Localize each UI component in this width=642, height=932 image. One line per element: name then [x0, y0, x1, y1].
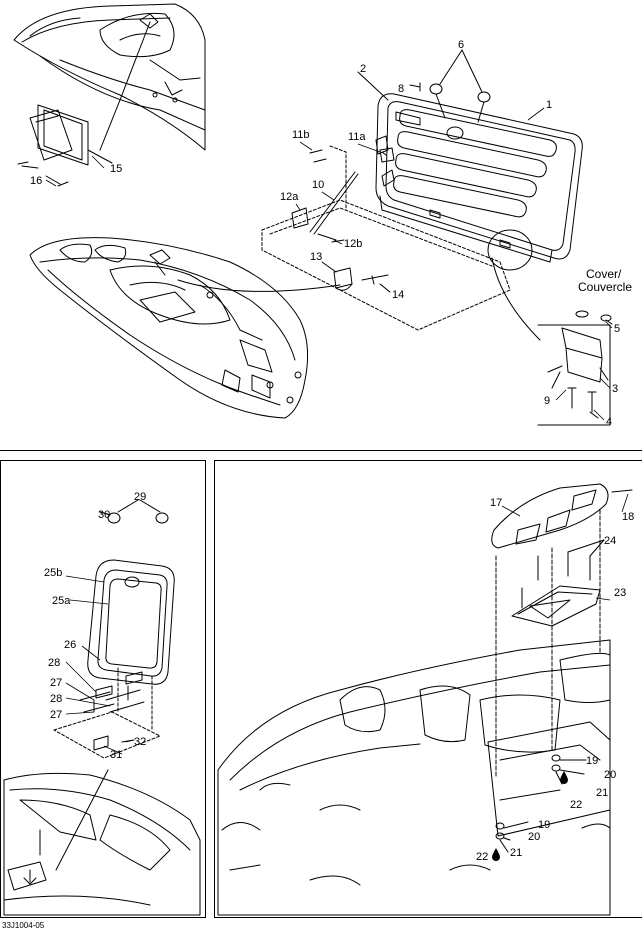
callout-32: 32 [134, 736, 146, 748]
callout-3: 3 [612, 383, 618, 395]
main-hatch-lid [375, 93, 583, 263]
latch-13 [321, 261, 391, 293]
callout-20b: 20 [528, 831, 540, 843]
callout-10: 10 [312, 179, 324, 191]
cover-label-fr: Couvercle [578, 280, 632, 294]
bottom-left-boat-drawing [3, 769, 201, 916]
callout-19b: 19 [538, 819, 550, 831]
callout-9: 9 [544, 395, 550, 407]
plugs-6 [357, 49, 491, 123]
panel-top-main [0, 0, 642, 451]
callout-2: 2 [360, 63, 366, 75]
callout-5: 5 [614, 323, 620, 335]
diagram-reference: 33J1004-05 [2, 921, 45, 930]
callout-28a: 28 [48, 657, 60, 669]
leader-lines [45, 107, 629, 755]
cover-detail-parts [547, 310, 613, 419]
callout-4: 4 [606, 416, 612, 428]
callout-12b: 12b [344, 238, 362, 250]
callout-13: 13 [310, 251, 322, 263]
callout-31: 31 [110, 749, 122, 761]
callout-11a: 11a [348, 131, 366, 143]
callout-30: 30 [98, 509, 110, 521]
callout-21b: 21 [510, 847, 522, 859]
callout-20a: 20 [604, 769, 616, 781]
callout-23: 23 [614, 587, 626, 599]
part-17-cover [491, 483, 633, 777]
callout-22b: 22 [476, 851, 488, 863]
drop-icon [560, 771, 568, 784]
callout-8: 8 [398, 83, 404, 95]
callout-22a: 22 [570, 799, 582, 811]
bottom-left-hatch [53, 499, 175, 759]
callout-27a: 27 [50, 677, 62, 689]
callout-25b: 25b [44, 567, 62, 579]
callout-25a: 25a [52, 595, 71, 607]
bottom-right-boat-drawing [217, 639, 611, 916]
callout-19a: 19 [586, 755, 598, 767]
gas-spring-assembly [291, 145, 395, 243]
cover-label-en: Cover/ [586, 267, 622, 281]
callout-1: 1 [546, 99, 552, 111]
callout-29: 29 [134, 491, 146, 503]
callout-21a: 21 [596, 787, 608, 799]
detail-circle [487, 229, 533, 271]
part-23-bracket [511, 539, 605, 627]
callout-28b: 28 [50, 693, 62, 705]
callout-6: 6 [458, 39, 464, 51]
callout-27b: 27 [50, 709, 62, 721]
callout-26: 26 [64, 639, 76, 651]
callout-11b: 11b [292, 129, 310, 141]
callout-12a: 12a [280, 191, 299, 203]
callout-14: 14 [392, 289, 404, 301]
inset-boat-drawing [13, 3, 206, 151]
callout-24: 24 [604, 535, 616, 547]
panel-bottom-right [214, 460, 642, 918]
drop-icon [492, 848, 500, 861]
callout-labels: 1 2 3 4 5 6 8 9 10 11a 11b 12a 12b 13 14… [30, 39, 634, 863]
top-boat-drawing [29, 237, 341, 419]
inset-access-door [17, 104, 113, 187]
callout-18: 18 [622, 511, 634, 523]
dashed-opening [261, 199, 511, 331]
callout-15: 15 [110, 163, 122, 175]
callout-17: 17 [490, 497, 502, 509]
callout-16: 16 [30, 175, 42, 187]
